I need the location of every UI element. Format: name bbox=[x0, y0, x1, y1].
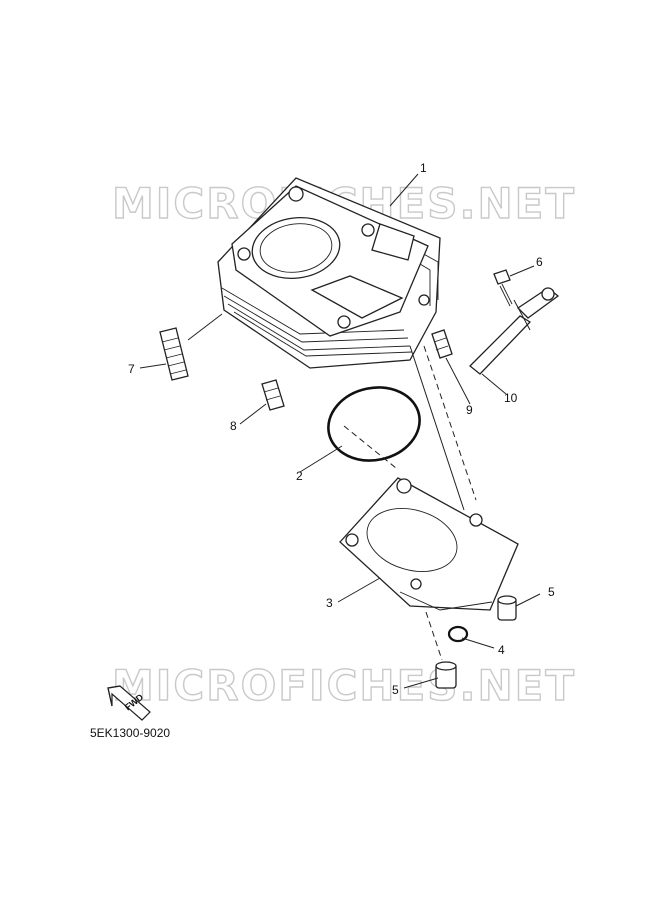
callout-5-right: 5 bbox=[548, 585, 555, 599]
callout-3: 3 bbox=[326, 596, 333, 610]
callout-5-bottom: 5 bbox=[392, 683, 399, 697]
stud-bolt-8 bbox=[261, 379, 285, 411]
dowel-pin-right bbox=[497, 595, 517, 621]
callout-10: 10 bbox=[504, 391, 518, 405]
bracket-part bbox=[469, 287, 560, 375]
callout-6: 6 bbox=[536, 255, 543, 269]
cylinder-part bbox=[217, 177, 441, 369]
leader-lines bbox=[139, 173, 541, 689]
o-ring-part bbox=[327, 386, 421, 462]
callout-7: 7 bbox=[128, 362, 135, 376]
watermark-bottom: MICROFICHES.NET bbox=[112, 661, 576, 710]
fwd-arrow-icon: FWD bbox=[107, 685, 151, 721]
bolt-part bbox=[493, 269, 513, 307]
diagram-code: 5EK1300-9020 bbox=[90, 726, 170, 740]
stud-bolt-9 bbox=[431, 329, 453, 359]
callout-1: 1 bbox=[420, 161, 427, 175]
callout-8: 8 bbox=[230, 419, 237, 433]
cylinder-gasket-part bbox=[339, 477, 519, 611]
stud-bolt-7 bbox=[159, 327, 189, 381]
callout-2: 2 bbox=[296, 469, 303, 483]
dowel-pin-bottom bbox=[435, 661, 457, 689]
callout-4: 4 bbox=[498, 643, 505, 657]
callout-9: 9 bbox=[466, 403, 473, 417]
small-o-ring-part bbox=[447, 625, 469, 643]
